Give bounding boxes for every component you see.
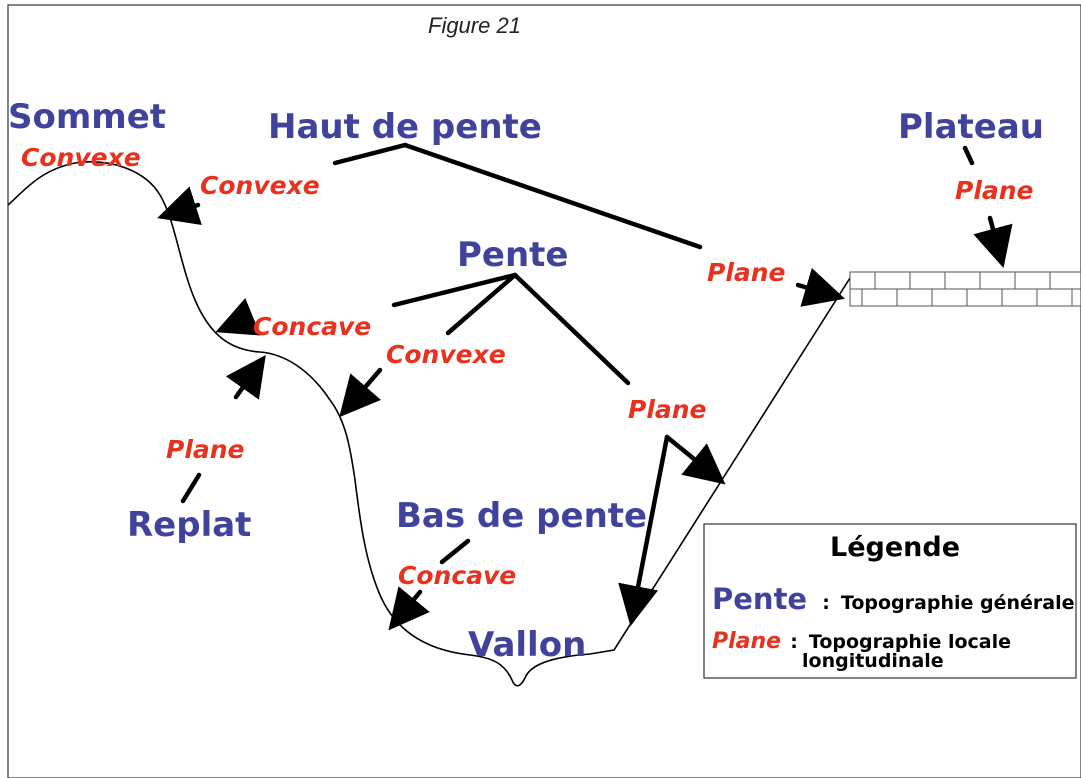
legend-text-general: Topographie générale [841, 592, 1075, 614]
arrows [157, 186, 1013, 631]
connector-lines [180, 142, 975, 504]
label-haut-de-pente: Haut de pente [268, 107, 542, 147]
arrow-bas-stem [439, 538, 471, 565]
legend-entry-local: Plane : Topographie locale [712, 629, 1011, 654]
label-plateau: Plateau [898, 107, 1044, 147]
arrow-plane-vallon [618, 434, 670, 627]
legend-key-plane: Plane [712, 629, 781, 654]
label-haut-convexe: Convexe [200, 171, 320, 200]
label-replat: Replat [127, 505, 251, 545]
legend-title: Légende [830, 532, 960, 563]
legend: Légende Pente : Topographie générale Pla… [703, 523, 1077, 679]
terrain-profile [7, 161, 851, 687]
label-pente-concave: Concave [253, 312, 371, 341]
arrow-bas-concave [388, 586, 430, 631]
legend-box [703, 523, 1077, 679]
legend-entry-general: Pente : Topographie générale [712, 582, 1074, 616]
label-plateau-plane: Plane [955, 176, 1034, 205]
legend-key-pente: Pente [712, 582, 807, 616]
figure-caption: Figure 21 [428, 13, 521, 38]
label-haut-plane: Plane [707, 258, 786, 287]
plateau-layer [849, 271, 1081, 307]
arrow-plateau-plane [973, 215, 1013, 269]
label-sommet: Sommet [8, 97, 166, 137]
figure-frame [7, 4, 1081, 778]
legend-sep-1: : [822, 592, 830, 614]
label-bas-concave: Concave [398, 561, 516, 590]
arrow-haut-convexe [157, 186, 202, 226]
arrow-plane-slope [664, 434, 726, 485]
arrow-replat-plane [225, 354, 266, 400]
label-pente-plane: Plane [628, 395, 707, 424]
arrow-pente-concave [215, 298, 261, 336]
legend-text-local-2: longitudinale [802, 650, 944, 672]
label-pente-convexe: Convexe [386, 340, 506, 369]
label-bas-de-pente: Bas de pente [396, 496, 647, 536]
legend-text-local-1: Topographie locale [809, 631, 1011, 653]
label-vallon: Vallon [468, 625, 586, 665]
arrow-haut-plane [795, 267, 845, 307]
label-replat-plane: Plane [166, 435, 245, 464]
legend-sep-2: : [790, 631, 798, 653]
label-pente: Pente [457, 235, 569, 275]
arrow-pente-convexe [339, 367, 383, 418]
label-sommet-convexe: Convexe [21, 143, 141, 172]
